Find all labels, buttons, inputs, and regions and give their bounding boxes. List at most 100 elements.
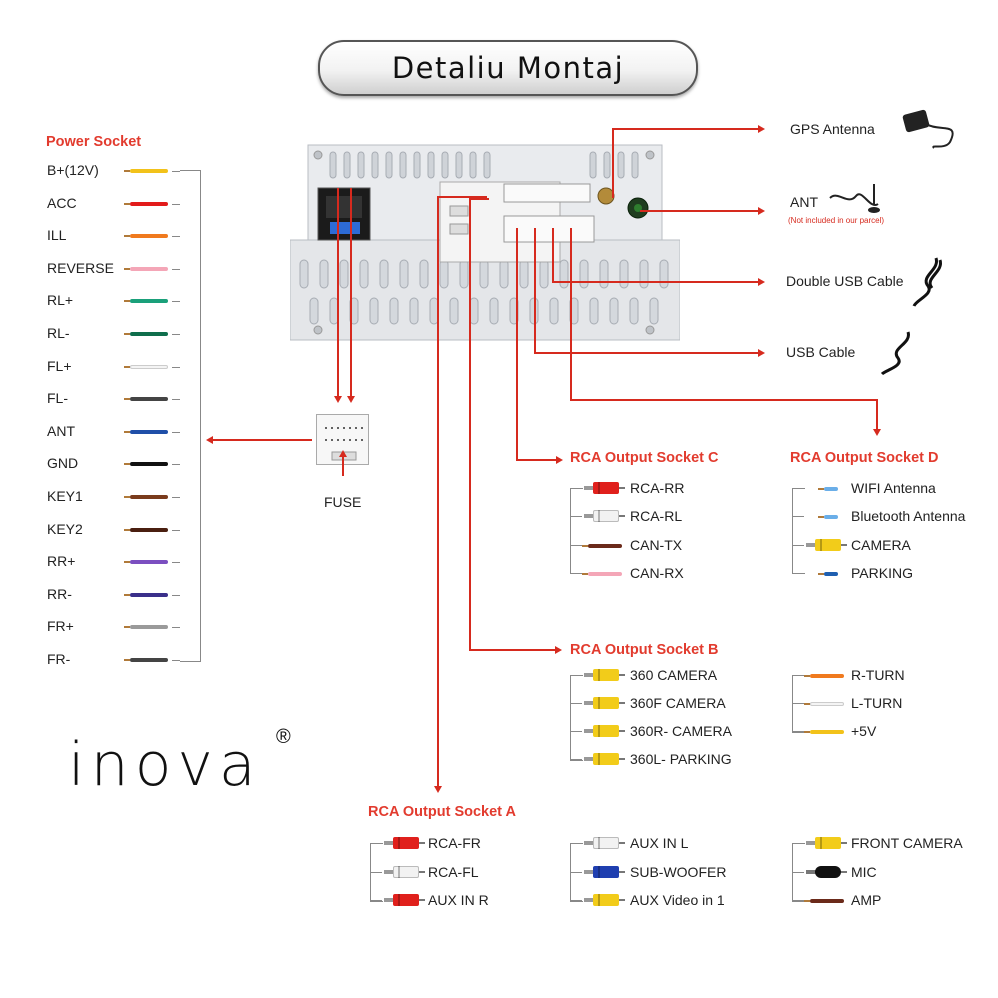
registered-mark: ® [276,726,291,748]
bracket-tick [172,529,180,531]
wire-icon [124,429,168,434]
socket-item-label: R-TURN [851,667,905,683]
rca-plug-icon [584,697,625,709]
wire-icon [804,674,844,678]
socket-b-title: RCA Output Socket B [570,642,719,658]
arrow-right-icon [758,349,765,357]
power-wire-label: FL+ [47,357,72,374]
socket-item-label: MIC [851,863,877,880]
arrow-down-icon [347,396,355,403]
socket-d-title: RCA Output Socket D [790,450,939,466]
fuse-to-power-line [212,439,312,441]
wire-icon [124,397,168,402]
socket-item-label: SUB-WOOFER [630,863,727,880]
wire-icon [582,543,622,548]
wire-icon [582,571,622,576]
bracket-tick [570,900,582,901]
socketD-line-v2 [876,399,878,429]
power-wire-label: RR- [47,585,72,602]
fuse-line-2 [350,188,352,396]
antenna-lead-icon [818,571,838,576]
bracket-tick [172,268,180,270]
bracket-tick [792,871,804,873]
bracket-tick [172,399,180,401]
arrow-left-icon [206,436,213,444]
bracket-tick [570,572,582,574]
antenna-lead-icon [818,515,838,520]
power-wire-label: B+(12V) [47,162,99,178]
socket-item-label: CAN-RX [630,564,684,581]
wire-icon [124,364,168,369]
ant-line [640,210,758,212]
bracket-tick [792,572,804,574]
power-wire-label: RL- [47,325,70,341]
bracket-tick [792,843,804,844]
bracket-tick [570,871,582,873]
socket-item-label: AUX IN L [630,835,689,851]
arrow-down-icon [334,396,342,403]
socket-item-label: PARKING [851,564,913,581]
wire-icon [124,201,168,206]
socket-item-label: RCA-RR [630,480,685,496]
mic-jack-icon [806,865,847,878]
bracket-tick [570,544,582,546]
arrow-right-icon [555,646,562,654]
wire-icon [124,299,168,304]
bracket-tick [792,488,804,489]
bracket-tick [172,562,180,564]
usb-line-h [534,352,758,354]
socket-item-label: AUX Video in 1 [630,892,725,908]
socket-item-label: 360 CAMERA [630,667,718,683]
power-wire-label: FR- [47,651,71,667]
bracket-tick [792,675,804,676]
arrow-up-icon [339,450,347,457]
brand-logo: inova [68,730,262,800]
rca-plug-icon [584,510,625,523]
rca-plug-icon [584,669,625,681]
wire-icon [124,658,168,662]
fuse-label: FUSE [324,494,362,510]
bracket-tick [792,900,804,901]
socket-item-label: FRONT CAMERA [851,835,963,851]
usb-cable-icon [880,331,910,376]
wire-icon [124,527,168,532]
power-wire-label: KEY1 [47,488,83,504]
wire-icon [124,266,168,271]
arrow-right-icon [758,125,765,133]
socket-item-label: RCA-FL [428,863,479,880]
wire-icon [124,234,168,239]
gps-line-v [612,128,614,198]
rca-plug-icon [584,725,625,737]
wire-icon [124,462,168,467]
bracket-tick [172,660,180,661]
bracket-tick [172,301,180,303]
power-wire-label: KEY2 [47,520,83,537]
arrow-right-icon [758,278,765,286]
socket-a-title: RCA Output Socket A [368,804,516,820]
gps-antenna-icon [902,109,954,149]
head-unit-rear [290,144,680,341]
bracket-tick [172,431,180,433]
power-wire-label: FL- [47,390,68,407]
bracket-tick [570,843,582,844]
bracket-tick [370,900,382,901]
socket-d-bracket [792,488,805,574]
socketC-line-h [516,459,556,461]
bracket-tick [172,594,180,596]
gps-line-h [612,128,758,130]
bracket-tick [370,843,382,844]
bracket-tick [172,627,180,629]
socketD-line-v [570,228,572,400]
socket-item-label: L-TURN [851,695,903,711]
arrow-right-icon [758,207,765,215]
dusb-line-v [552,228,554,282]
socket-item-label: 360L- PARKING [630,751,732,767]
bracket-tick [792,703,804,704]
wire-icon [124,495,168,499]
socket-c-title: RCA Output Socket C [570,450,719,466]
rca-plug-icon [384,837,425,849]
page-title: Detaliu Montaj [318,40,698,96]
bracket-tick [570,488,582,489]
bracket-tick [570,703,582,704]
power-bracket [180,170,201,662]
